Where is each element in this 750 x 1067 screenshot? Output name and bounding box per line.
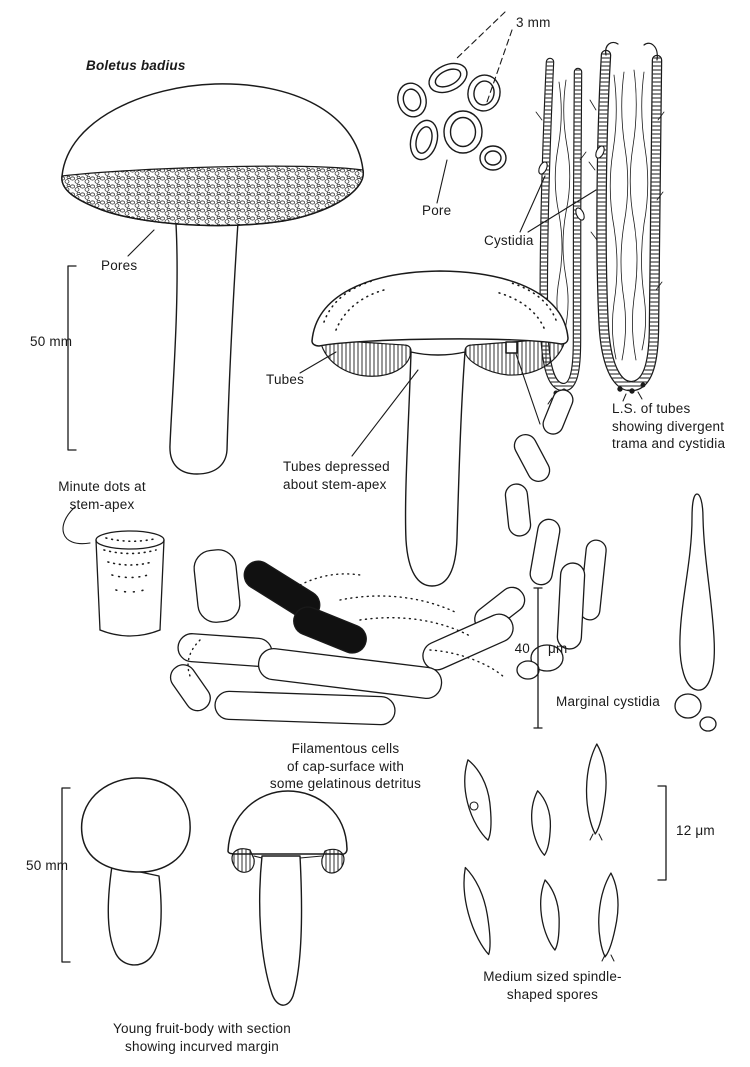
spores-drawing bbox=[455, 742, 622, 962]
large-fruit-body-drawing bbox=[61, 83, 364, 475]
pore-cluster-drawing bbox=[397, 11, 513, 204]
scale-40-unit-label: μm bbox=[548, 641, 568, 656]
young-fruit-bodies-drawing bbox=[80, 777, 348, 1006]
scale-bar-50mm-top bbox=[67, 265, 77, 451]
stem-apex-drawing bbox=[62, 506, 165, 637]
scale-3mm-label: 3 mm bbox=[516, 15, 551, 30]
tube-ls-drawing bbox=[519, 41, 665, 405]
mid-fruit-body-drawing bbox=[299, 270, 569, 587]
scale-40-value-label: 40 bbox=[514, 641, 530, 656]
scale-bar-50mm-bottom bbox=[61, 787, 71, 963]
scale-bars bbox=[61, 265, 667, 963]
scale-bar-12um bbox=[657, 785, 667, 881]
scale-bar-40um bbox=[533, 587, 543, 729]
scale-50mm-top-label: 50 mm bbox=[30, 334, 73, 349]
label-ls-tubes: L.S. of tubes showing divergent trama an… bbox=[612, 401, 726, 452]
magnified-area-marker bbox=[505, 341, 518, 354]
marginal-cystidia-drawing bbox=[504, 389, 607, 680]
filamentous-cells-drawing bbox=[169, 549, 526, 726]
label-young-fruit-body: Young fruit-body with section showing in… bbox=[113, 1021, 291, 1054]
scale-12um-label: 12 μm bbox=[676, 823, 715, 838]
label-filamentous-cells: Filamentous cells of cap-surface with so… bbox=[269, 741, 422, 792]
label-tubes: Tubes bbox=[266, 372, 305, 387]
species-title: Boletus badius bbox=[86, 58, 186, 73]
label-minute-dots: Minute dots at stem-apex bbox=[58, 479, 146, 512]
label-marginal-cystidia: Marginal cystidia bbox=[556, 694, 660, 709]
scale-50mm-bottom-label: 50 mm bbox=[26, 858, 69, 873]
large-cystidium-drawing bbox=[674, 493, 717, 732]
label-cystidia: Cystidia bbox=[484, 233, 534, 248]
label-pore: Pore bbox=[422, 203, 452, 218]
label-spores: Medium sized spindle- shaped spores bbox=[483, 969, 622, 1002]
label-tubes-depressed: Tubes depressed about stem-apex bbox=[283, 459, 390, 492]
label-pores: Pores bbox=[101, 258, 138, 273]
